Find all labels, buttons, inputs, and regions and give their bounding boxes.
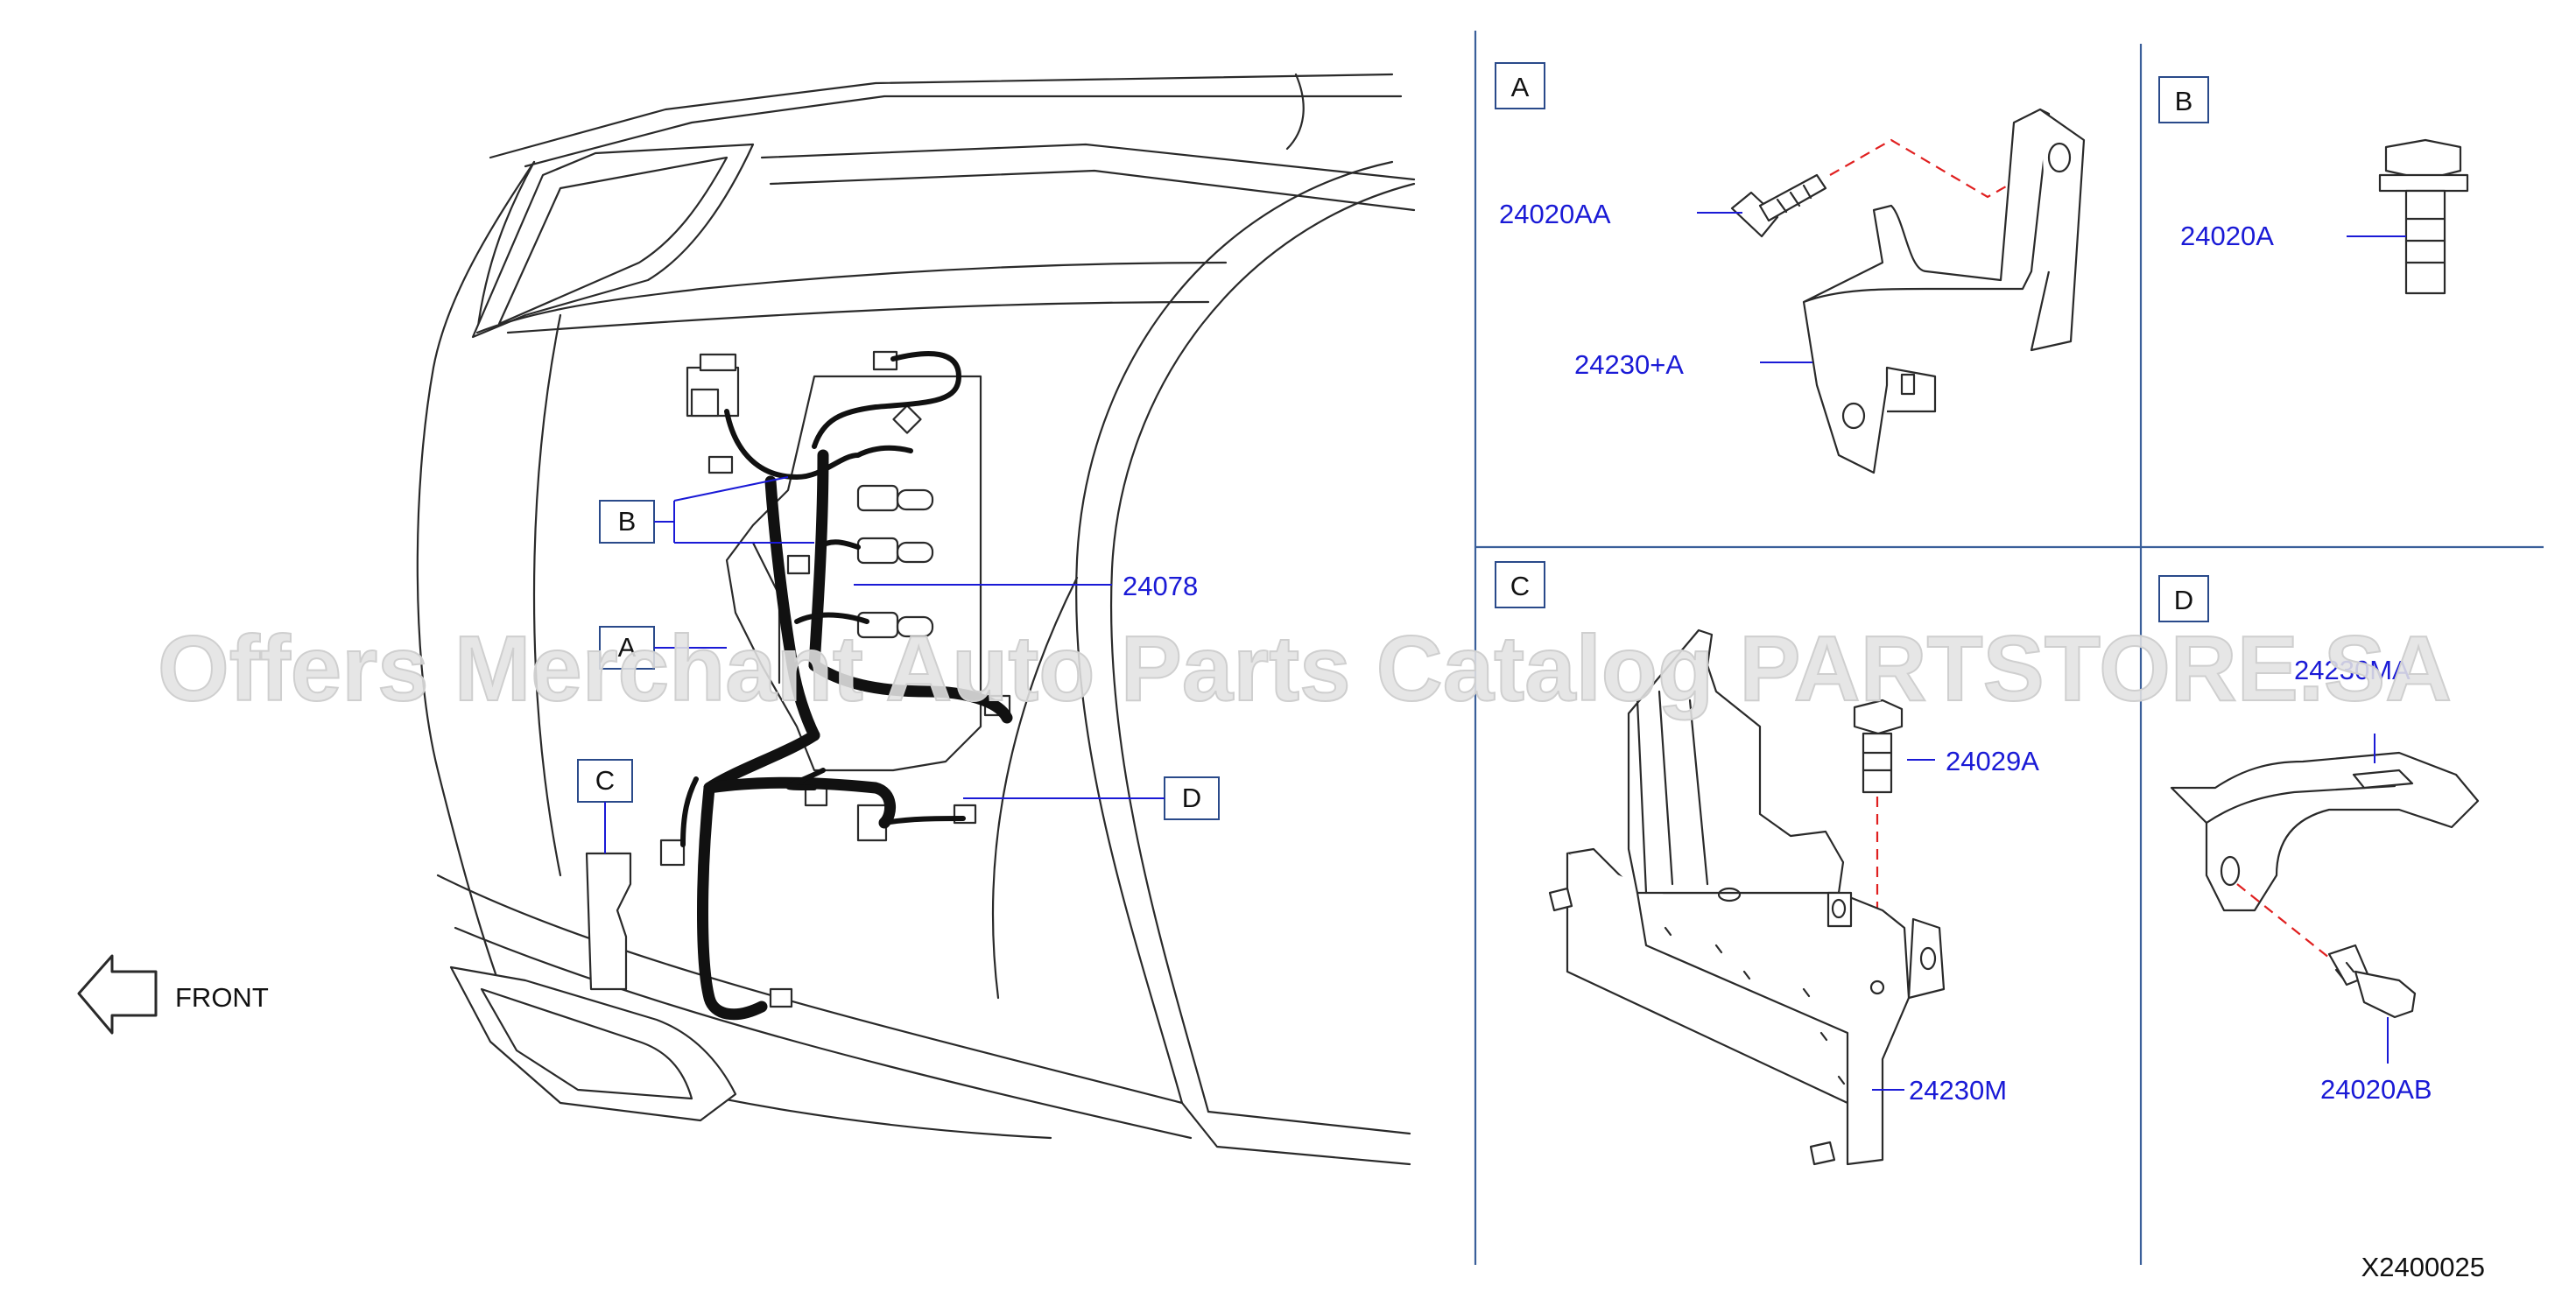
panel-b: B 24020A [2158,76,2469,295]
front-label: FRONT [175,982,269,1013]
label-d-main: D [1182,783,1201,813]
bracket-a [1802,108,2051,304]
panel-a-label: A [1511,72,1530,102]
bolt-d [2327,944,2417,1019]
panel-c: C 24029A 24230M [1495,561,2039,1166]
main-callouts: B A C D 24078 [577,476,1220,853]
engine-harness-assembly [659,350,1013,1021]
callout-bracket-a: 24230+A [1574,349,1684,380]
front-arrow: FRONT [77,954,269,1035]
bolt-b [2378,138,2469,295]
panel-d-label: D [2174,585,2193,615]
bracket-c [1548,628,1946,1166]
label-b-main: B [618,506,637,537]
panel-a: A 24020AA 24230+A [1495,62,2086,474]
label-a-main: A [618,632,637,663]
bracket-d [2170,751,2480,912]
bolt-a [1730,173,1827,238]
callout-bracket-d: 24230MA [2294,655,2411,685]
watermark-text: Offers Merchant Auto Parts Catalog PARTS… [158,617,2452,720]
figure-code: X2400025 [2361,1252,2485,1282]
panel-dividers [1474,31,2544,1265]
callout-bolt-b: 24020A [2180,221,2274,251]
callout-bolt-a: 24020AA [1499,199,1611,229]
callout-bolt-d: 24020AB [2320,1074,2432,1105]
callout-bracket-c: 24230M [1909,1075,2007,1106]
callout-bolt-c: 24029A [1946,746,2039,776]
car-body-outline [416,73,1416,1166]
panel-b-label: B [2175,86,2193,116]
callout-harness: 24078 [1123,571,1198,601]
bracket-c-engine [585,852,632,991]
label-c-main: C [595,765,615,796]
bolt-c [1853,699,1904,794]
panel-c-label: C [1510,571,1530,601]
panel-d: D 24230MA 24020AB [2158,575,2480,1105]
